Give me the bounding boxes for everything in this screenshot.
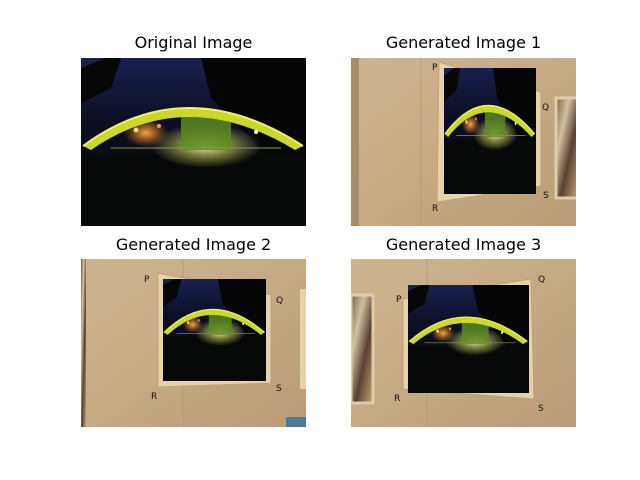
corner-label-p: P <box>396 295 402 305</box>
generated-image-1: P Q R S <box>351 58 576 226</box>
corner-label-s: S <box>538 404 544 414</box>
corner-label-s: S <box>276 384 282 394</box>
corner-label-p: P <box>144 275 150 285</box>
corner-label-p: P <box>432 63 438 73</box>
original-image <box>81 58 306 226</box>
panel-title-generated-3: Generated Image 3 <box>385 235 542 254</box>
corner-label-s: S <box>543 191 549 201</box>
corner-label-q: Q <box>542 103 550 113</box>
corner-label-q: Q <box>538 275 546 285</box>
corner-label-q: Q <box>276 296 284 306</box>
corner-label-r: R <box>151 392 158 402</box>
panel-title-generated-1: Generated Image 1 <box>385 33 542 52</box>
panel-title-original: Original Image <box>134 33 253 52</box>
corner-label-r: R <box>432 204 439 214</box>
panel-title-generated-2: Generated Image 2 <box>115 235 272 254</box>
corner-label-r: R <box>394 394 401 404</box>
generated-image-3: P Q R S <box>351 259 576 427</box>
generated-image-2: P Q R S <box>81 259 306 427</box>
